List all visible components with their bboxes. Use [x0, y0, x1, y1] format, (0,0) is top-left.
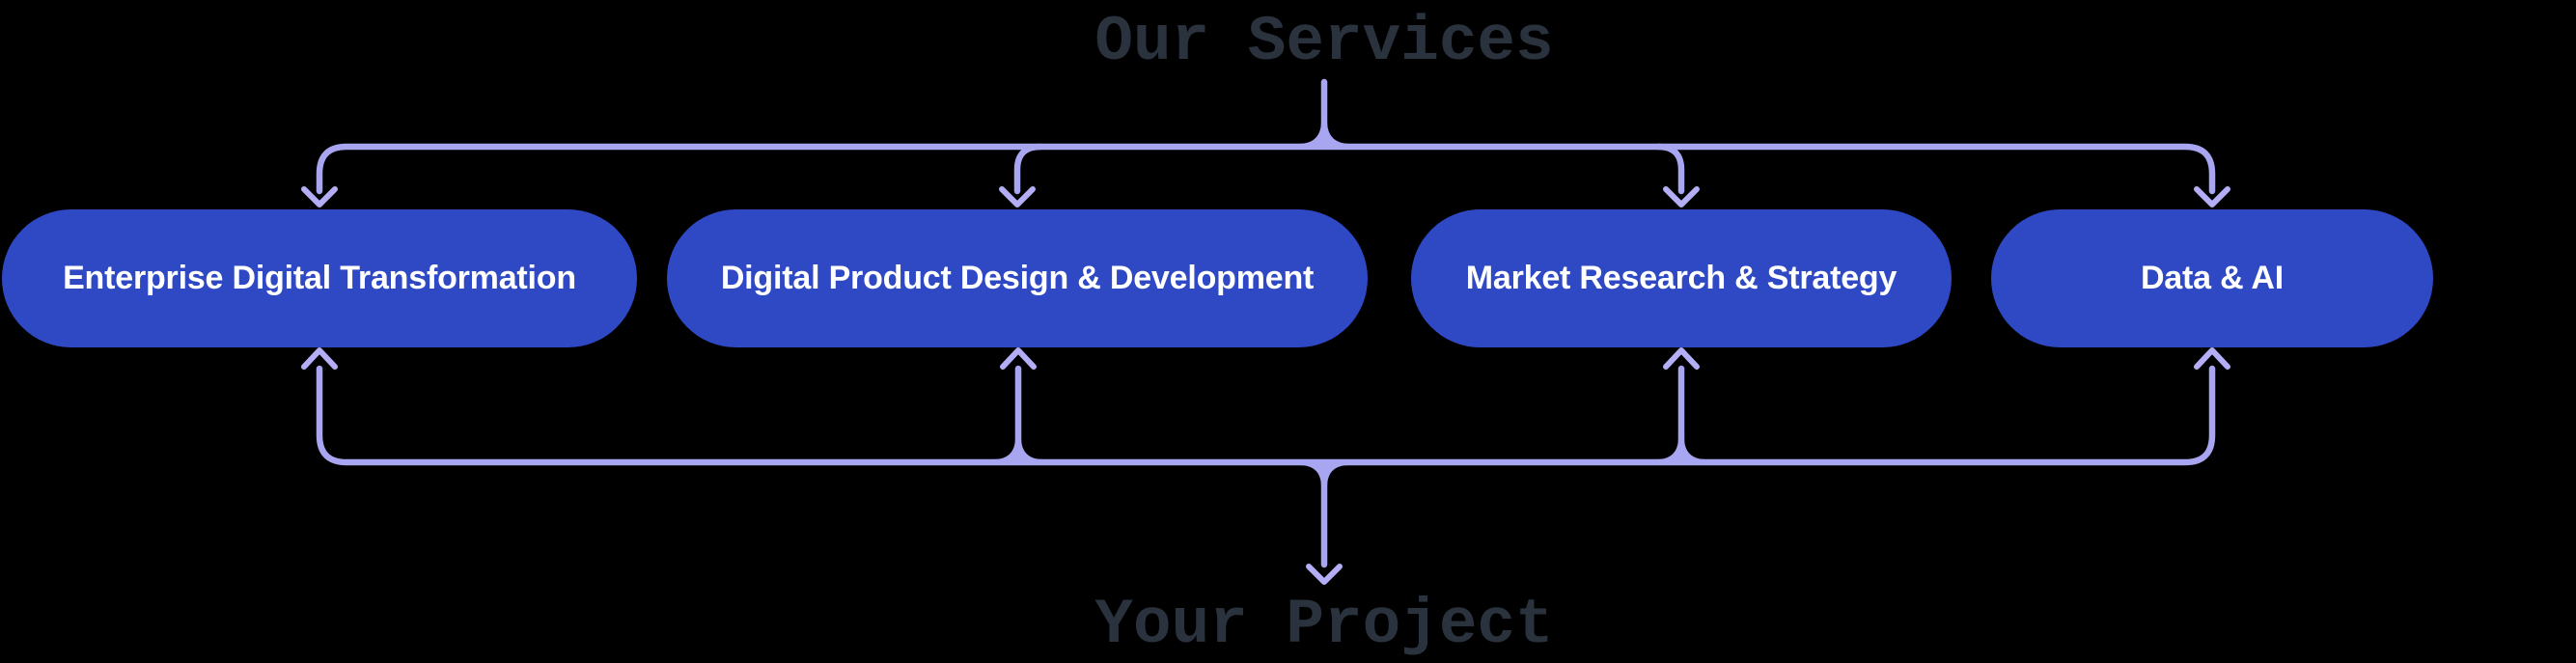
arrow-up-icon: [1000, 347, 1037, 370]
arrow-down-icon: [1306, 564, 1343, 585]
arrow-up-icon: [1663, 347, 1700, 370]
service-label: Data & AI: [2140, 260, 2285, 296]
arrow-down-icon: [1663, 186, 1700, 207]
service-label: Digital Product Design & Development: [720, 260, 1315, 296]
top-bus-line: [316, 143, 2216, 195]
arrow-down-icon: [301, 186, 338, 207]
stem-bus-flare: [1298, 121, 1350, 144]
service-pill-enterprise-digital-transformation: Enterprise Digital Transformation: [2, 209, 637, 347]
service-pill-digital-product-design-development: Digital Product Design & Development: [667, 209, 1368, 347]
top-connector: [301, 78, 2230, 207]
diagram-title: Our Services: [1094, 6, 1554, 78]
service-pill-data-ai: Data & AI: [1991, 209, 2433, 347]
arrow-down-icon: [2194, 186, 2230, 207]
service-label: Enterprise Digital Transformation: [63, 260, 576, 296]
top-branch-2: [1013, 143, 1044, 195]
arrow-up-icon: [2194, 347, 2230, 370]
riser-bus-flare: [993, 437, 1043, 459]
riser-bus-flare: [1656, 437, 1706, 459]
service-pill-market-research-strategy: Market Research & Strategy: [1411, 209, 1952, 347]
diagram-footer-title: Your Project: [1094, 589, 1554, 661]
top-branch-3: [1654, 143, 1685, 195]
service-label: Market Research & Strategy: [1465, 260, 1897, 296]
bottom-bus-line: [316, 365, 2216, 466]
bottom-connector: [301, 347, 2230, 585]
arrow-up-icon: [301, 347, 338, 370]
arrow-down-icon: [999, 186, 1036, 207]
